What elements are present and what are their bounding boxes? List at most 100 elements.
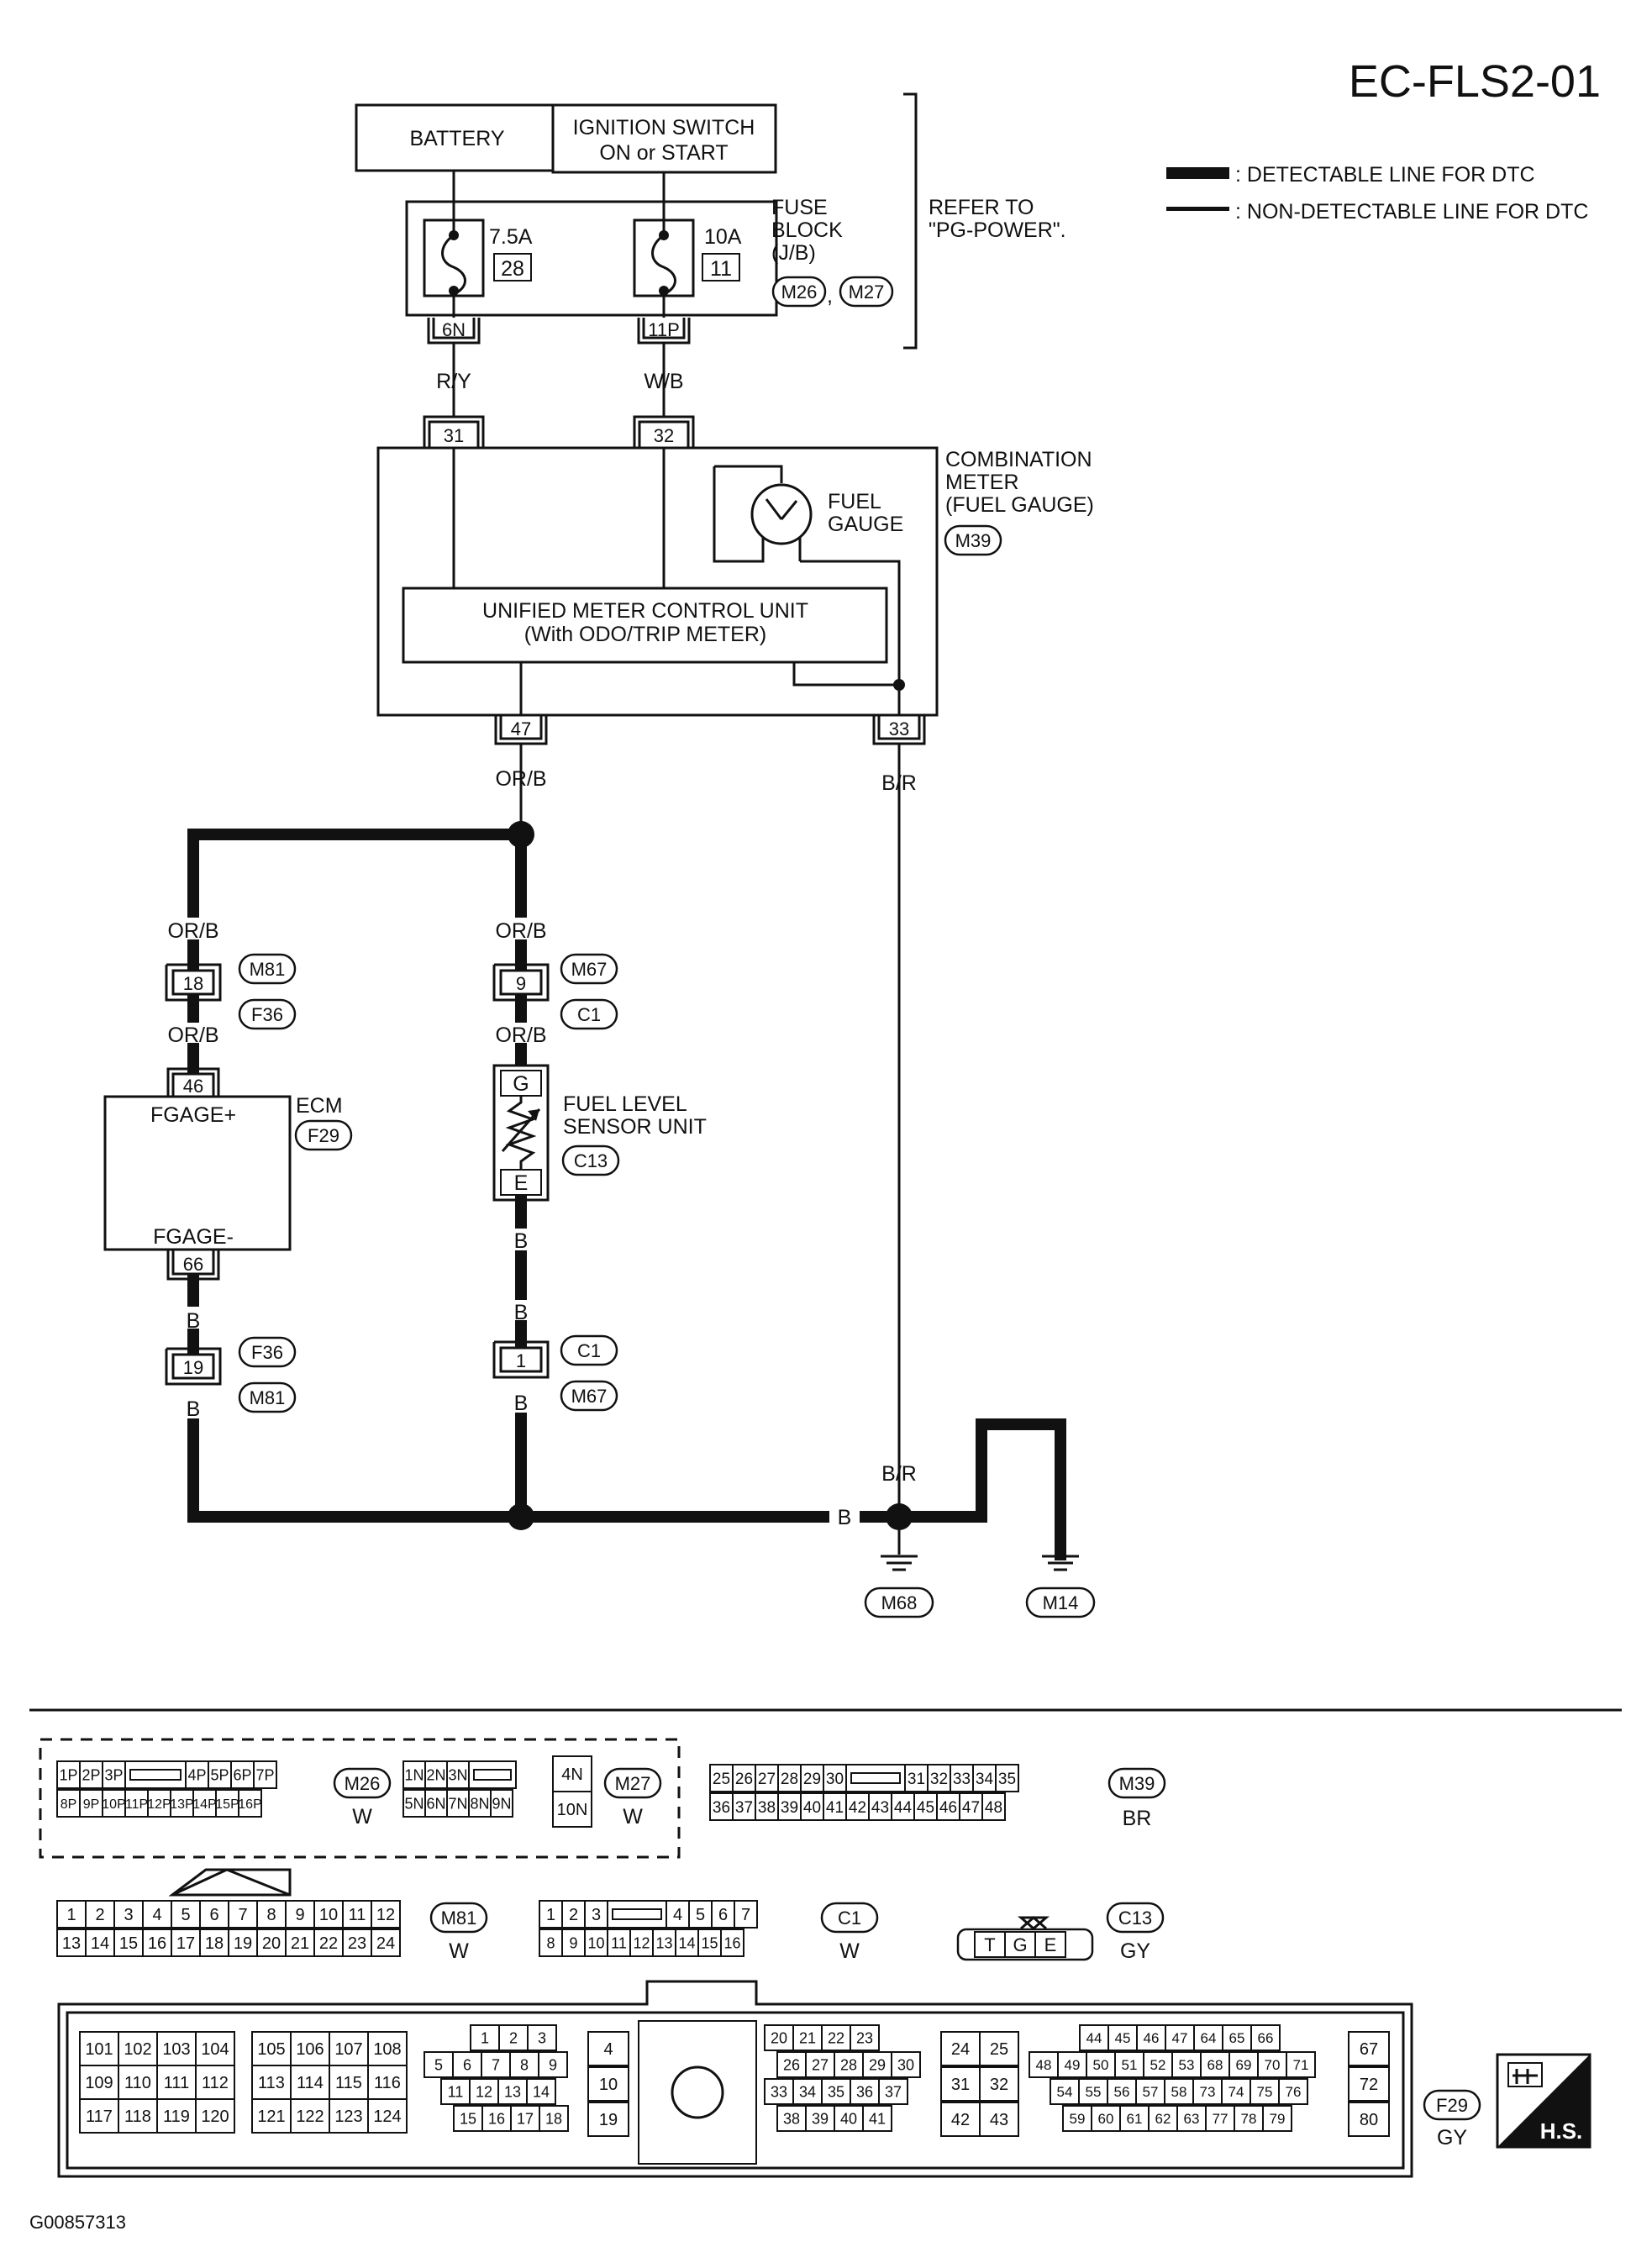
f29-pin-label: 36 xyxy=(856,2083,873,2100)
m27-key xyxy=(473,1769,512,1781)
m81-cell xyxy=(85,1929,115,1957)
f29-pin-label: 19 xyxy=(599,2111,618,2129)
m26-cell xyxy=(79,1789,103,1818)
pin-46: 46 xyxy=(183,1076,203,1097)
f29-pin-label: 64 xyxy=(1201,2030,1217,2046)
m81-pin-label: 6 xyxy=(209,1906,218,1924)
c1-pin-label: 2 xyxy=(569,1906,578,1924)
f29-cell xyxy=(1136,2024,1166,2051)
m26-pin-label: 11P xyxy=(125,1797,148,1812)
unit-label-2: (With ODO/TRIP METER) xyxy=(524,623,766,646)
f29-cell xyxy=(367,2031,408,2066)
m39-cell xyxy=(755,1792,779,1821)
m39-pin-label: 46 xyxy=(939,1799,957,1817)
f29-cell xyxy=(1171,2051,1202,2078)
m39-cell xyxy=(995,1764,1019,1792)
f29-cell xyxy=(118,2098,158,2134)
c1-cell xyxy=(688,1900,713,1929)
f29-pin-label: 24 xyxy=(951,2040,970,2059)
f29-cell xyxy=(850,2024,880,2051)
f29-cell xyxy=(792,2024,823,2051)
m39-cell xyxy=(777,1764,802,1792)
f29-pin-label: 63 xyxy=(1184,2111,1200,2127)
m26-pin-label: 13P xyxy=(170,1797,193,1812)
wire-br-ground: B/R xyxy=(881,1462,917,1486)
f29-cell xyxy=(329,2098,369,2134)
pin-6n: 6N xyxy=(442,319,466,340)
m26-pin-label: 7P xyxy=(255,1766,274,1783)
f29-pin-label: 1 xyxy=(481,2029,489,2046)
f29-cell xyxy=(526,2078,556,2105)
f29-cell xyxy=(1107,2078,1137,2105)
c1-color: W xyxy=(839,1939,860,1963)
f29-pin-label: 122 xyxy=(296,2108,324,2126)
f29-cell xyxy=(539,2105,569,2132)
wire-wb: W/B xyxy=(644,370,683,393)
f29-pin-label: 106 xyxy=(296,2040,324,2059)
f29-cell xyxy=(1250,2024,1281,2051)
conn-c1-center: C1 xyxy=(577,1004,601,1025)
f29-cell xyxy=(79,2031,119,2066)
m26-pin-label: 8P xyxy=(61,1797,77,1812)
f29-pin-label: 114 xyxy=(297,2074,324,2092)
m39-pin-label: 40 xyxy=(803,1799,821,1817)
m26-pin-label: 10P xyxy=(102,1797,125,1812)
m39-pin-label: 28 xyxy=(781,1771,798,1788)
refer-bracket xyxy=(903,92,918,350)
m27-pin-label: 6N xyxy=(426,1795,445,1812)
pin-9: 9 xyxy=(516,973,526,994)
m26-cell xyxy=(238,1789,262,1818)
m81-pin-label: 24 xyxy=(376,1934,395,1953)
wire-b-center-2: B xyxy=(514,1301,529,1324)
m39-name: M39 xyxy=(1119,1773,1155,1794)
f29-pin-label: 101 xyxy=(85,2040,113,2059)
battery-label: BATTERY xyxy=(410,127,505,150)
m81-pin-label: 10 xyxy=(319,1906,338,1924)
f29-cell xyxy=(1079,2024,1109,2051)
c13-lock-icon xyxy=(1017,1916,1050,1930)
m27-cell xyxy=(490,1789,513,1818)
c1-pin-label: 7 xyxy=(741,1906,750,1924)
ground-m68: M68 xyxy=(881,1592,918,1613)
ecm-conn: F29 xyxy=(308,1125,339,1146)
f29-cell xyxy=(527,2024,557,2051)
f29-cell xyxy=(195,2098,235,2134)
f29-cell xyxy=(1057,2051,1087,2078)
f29-pin-label: 33 xyxy=(771,2083,787,2100)
f29-pin-label: 70 xyxy=(1265,2057,1281,2073)
ignition-switch-box xyxy=(551,103,777,174)
f29-cell xyxy=(498,2024,529,2051)
f29-pin-label: 77 xyxy=(1213,2111,1228,2127)
m81-pin-label: 14 xyxy=(91,1934,109,1953)
f29-pin-label: 45 xyxy=(1115,2030,1131,2046)
m81-cell xyxy=(371,1900,401,1929)
f29-pin-label: 72 xyxy=(1360,2076,1378,2094)
m27-name: M27 xyxy=(615,1773,651,1794)
f29-pin-label: 22 xyxy=(828,2029,844,2046)
fuse-block-label-2: BLOCK xyxy=(771,218,843,242)
f29-cell xyxy=(776,2105,807,2132)
m26-cell xyxy=(215,1789,239,1818)
ignition-line-1: IGNITION SWITCH xyxy=(573,116,755,139)
wire-b-lower: B xyxy=(838,1506,852,1529)
f29-cell xyxy=(195,2065,235,2100)
f29-cell xyxy=(481,2105,512,2132)
m81-cell xyxy=(56,1900,87,1929)
f29-cell xyxy=(510,2105,540,2132)
wire-b-left-1: B xyxy=(187,1309,201,1333)
f29-pin-label: 37 xyxy=(885,2083,902,2100)
f29-pin-label: 20 xyxy=(771,2029,787,2046)
f29-pin-label: 115 xyxy=(335,2074,362,2092)
f29-cell xyxy=(1148,2105,1178,2132)
m81-color: W xyxy=(449,1939,469,1963)
wire-br-meter: B/R xyxy=(881,771,917,795)
f29-cell xyxy=(1222,2024,1252,2051)
fuse-conn-m27: M27 xyxy=(849,282,885,303)
c13-cell xyxy=(1034,1931,1066,1958)
f29-pin-label: 58 xyxy=(1171,2084,1187,2100)
m39-pin-label: 29 xyxy=(803,1771,821,1788)
m81-cell xyxy=(228,1900,258,1929)
f29-pin-label: 124 xyxy=(373,2108,401,2126)
f29-pin-label: 80 xyxy=(1360,2111,1378,2129)
c1-pin-label: 13 xyxy=(655,1934,672,1951)
